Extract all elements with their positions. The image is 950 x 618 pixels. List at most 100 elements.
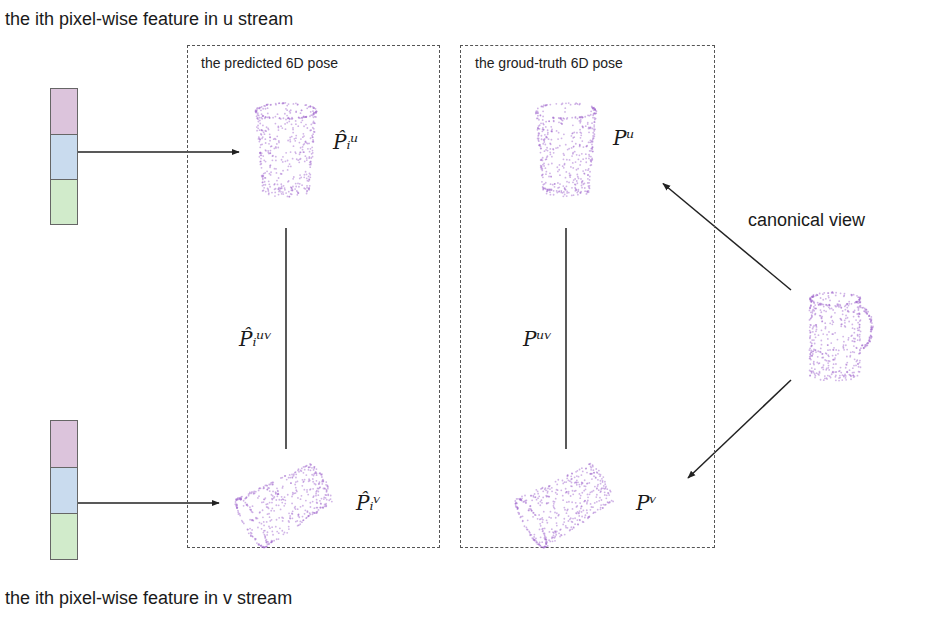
cloud-point bbox=[303, 135, 305, 137]
cloud-point bbox=[286, 115, 288, 117]
cloud-point bbox=[588, 516, 590, 518]
cloud-point bbox=[551, 189, 553, 191]
cloud-point bbox=[269, 527, 271, 529]
cloud-point bbox=[594, 109, 596, 111]
cloud-point bbox=[581, 117, 583, 119]
cloud-point bbox=[265, 191, 267, 193]
cloud-point bbox=[577, 194, 579, 196]
cloud-point bbox=[269, 152, 271, 154]
cloud-point bbox=[309, 115, 311, 117]
cloud-point bbox=[300, 138, 302, 140]
cloud-point bbox=[265, 539, 267, 541]
cloud-point bbox=[577, 523, 579, 525]
cloud-point bbox=[820, 297, 822, 299]
cloud-point bbox=[321, 476, 323, 478]
cloud-point bbox=[605, 487, 607, 489]
cloud-point bbox=[288, 103, 290, 105]
cloud-point bbox=[568, 102, 570, 104]
cloud-point bbox=[605, 497, 607, 499]
cloud-point bbox=[539, 144, 541, 146]
cloud-point bbox=[579, 469, 581, 471]
cloud-point bbox=[313, 131, 315, 133]
cloud-point bbox=[546, 503, 548, 505]
cloud-point bbox=[261, 134, 263, 136]
cloud-point bbox=[583, 501, 585, 503]
cloud-point bbox=[303, 144, 305, 146]
cloud-point bbox=[303, 151, 305, 153]
cloud-point bbox=[522, 520, 524, 522]
cloud-point bbox=[572, 167, 574, 169]
cloud-point bbox=[288, 526, 290, 528]
cloud-point bbox=[277, 490, 279, 492]
cloud-point bbox=[263, 173, 265, 175]
cloud-point bbox=[304, 116, 306, 118]
cloud-point bbox=[573, 527, 575, 529]
cloud-point bbox=[295, 521, 297, 523]
cloud-point bbox=[275, 168, 277, 170]
cloud-point bbox=[252, 520, 254, 522]
cloud-point bbox=[584, 517, 586, 519]
cloud-point bbox=[310, 137, 312, 139]
cloud-point bbox=[302, 516, 304, 518]
cloud-point bbox=[257, 544, 259, 546]
cloud-point bbox=[540, 114, 542, 116]
cloud-point bbox=[553, 149, 555, 151]
cloud-point bbox=[590, 114, 592, 116]
cloud-point bbox=[521, 495, 523, 497]
cloud-point bbox=[575, 102, 577, 104]
cloud-point bbox=[276, 135, 278, 137]
cloud-point bbox=[582, 125, 584, 127]
cloud-point bbox=[304, 155, 306, 157]
cloud-point bbox=[316, 468, 318, 470]
cloud-point bbox=[327, 486, 329, 488]
cloud-point bbox=[577, 524, 579, 526]
cloud-point bbox=[263, 187, 265, 189]
cloud-point bbox=[281, 186, 283, 188]
cloud-point bbox=[572, 521, 574, 523]
cloud-point bbox=[572, 162, 574, 164]
cloud-point bbox=[293, 103, 295, 105]
cloud-point bbox=[555, 534, 557, 536]
cloud-point bbox=[542, 127, 544, 129]
cloud-point bbox=[590, 148, 592, 150]
cloud-point bbox=[271, 159, 273, 161]
cloud-point bbox=[291, 193, 293, 195]
cloud-point bbox=[310, 506, 312, 508]
cloud-point bbox=[312, 141, 314, 143]
cloud-point bbox=[826, 353, 828, 355]
cloud-point bbox=[548, 516, 550, 518]
cloud-point bbox=[316, 502, 318, 504]
cloud-point bbox=[280, 183, 282, 185]
cloud-point bbox=[563, 521, 565, 523]
cloud-point bbox=[854, 341, 856, 343]
cloud-point bbox=[850, 351, 852, 353]
cloud-point bbox=[859, 350, 861, 352]
cloud-point bbox=[519, 499, 521, 501]
cloud-point bbox=[280, 125, 282, 127]
cloud-point bbox=[292, 493, 294, 495]
cloud-point bbox=[540, 106, 542, 108]
cloud-point bbox=[822, 293, 824, 295]
cloud-point bbox=[559, 536, 561, 538]
cloud-point bbox=[277, 188, 279, 190]
cloud-point bbox=[240, 498, 242, 500]
cloud-point bbox=[275, 188, 277, 190]
cloud-point bbox=[848, 321, 850, 323]
cloud-point bbox=[576, 505, 578, 507]
cloud-point bbox=[286, 532, 288, 534]
cloud-point bbox=[534, 496, 536, 498]
cloud-point bbox=[290, 151, 292, 153]
cloud-point bbox=[572, 518, 574, 520]
cloud-point bbox=[553, 190, 555, 192]
cloud-point bbox=[287, 140, 289, 142]
cloud-point bbox=[577, 190, 579, 192]
cloud-point bbox=[538, 144, 540, 146]
cloud-point bbox=[268, 143, 270, 145]
cloud-point bbox=[549, 143, 551, 145]
cloud-point bbox=[839, 318, 841, 320]
cloud-point bbox=[255, 110, 257, 112]
cloud-point bbox=[571, 195, 573, 197]
cloud-point bbox=[326, 499, 328, 501]
cloud-point bbox=[256, 110, 258, 112]
cloud-point bbox=[537, 135, 539, 137]
